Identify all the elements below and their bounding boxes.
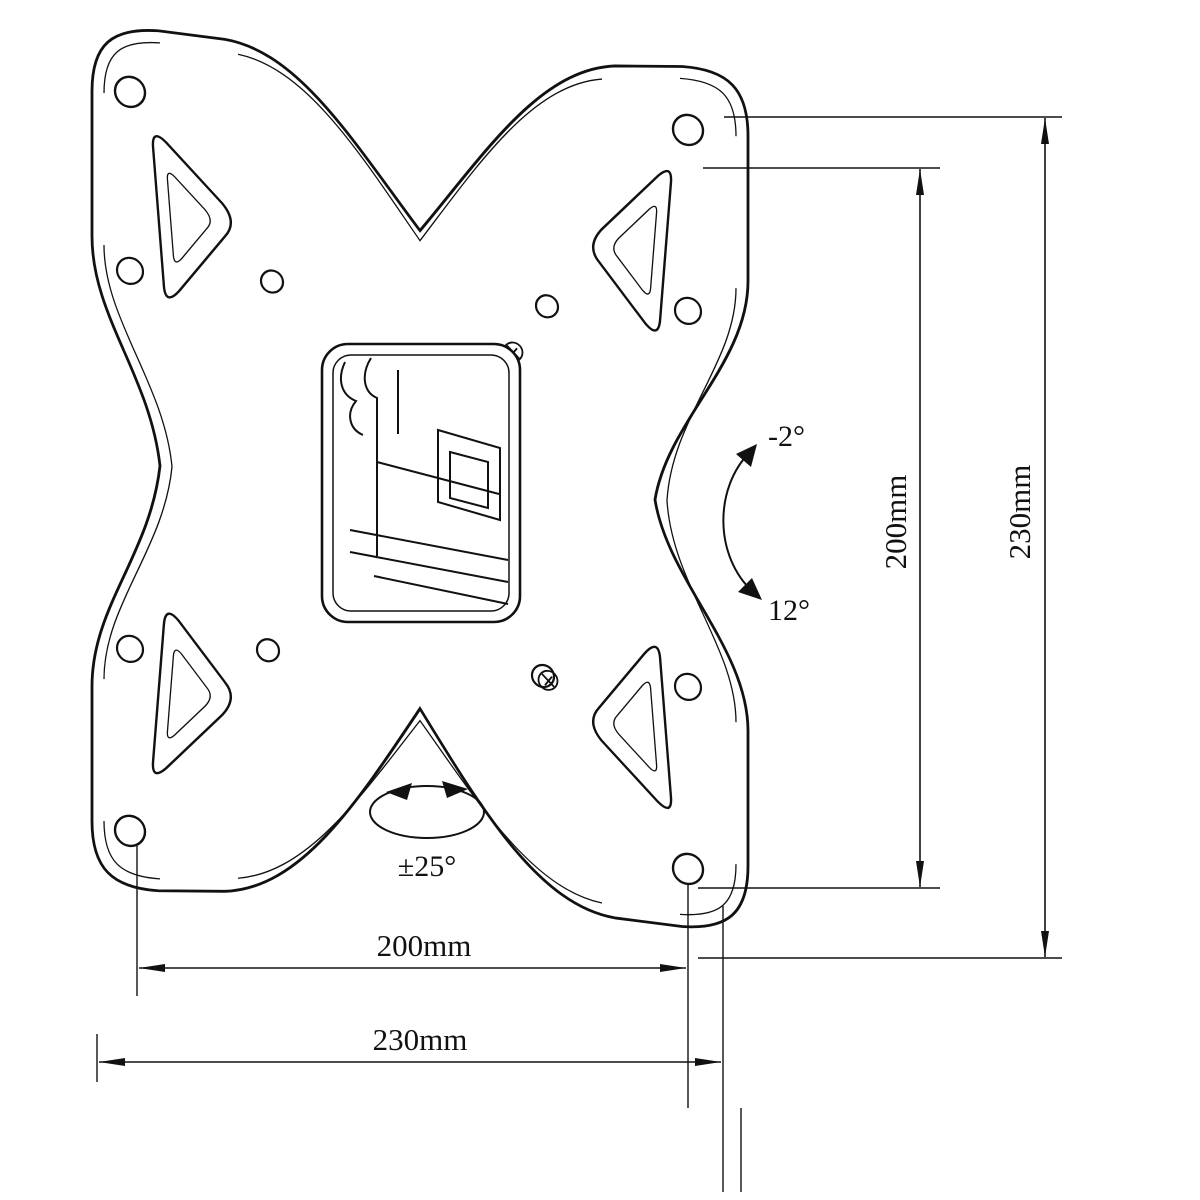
- center-bracket: [320, 342, 522, 624]
- vesa-hole-bl: [255, 638, 281, 663]
- dimension-width-inner: 200mm: [136, 846, 689, 1108]
- lobe-hole-tr: [673, 296, 703, 326]
- tilt-arrow-down-icon: [738, 578, 762, 600]
- vesa-hole-br: [530, 663, 556, 689]
- screw-bottom: [537, 669, 559, 691]
- dimension-width-outer: 230mm: [96, 906, 742, 1192]
- width-inner-label: 200mm: [377, 928, 472, 963]
- plate-inner-corner-tl: [103, 41, 161, 94]
- swivel-arrow-right-icon: [442, 781, 468, 798]
- plate-inner-edge-left: [103, 245, 173, 680]
- corner-hole-bl: [113, 814, 147, 848]
- tilt-arrow-up-icon: [736, 444, 757, 467]
- bracket-inner-frame: [332, 354, 510, 612]
- dimension-height-inner: 200mm: [698, 167, 940, 889]
- plate-inner-corner-br: [679, 864, 737, 916]
- corner-hole-tr: [671, 113, 705, 147]
- plate-inner-edge-top: [237, 53, 603, 242]
- tilt-annotation: -2° 12°: [722, 420, 810, 627]
- vesa-hole-tr: [534, 294, 560, 319]
- lobe-hole-bl: [115, 634, 145, 663]
- swivel-ellipse: [369, 785, 485, 839]
- bracket-outer-frame: [320, 342, 522, 624]
- plate-inner-edge-bottom: [237, 719, 603, 904]
- corner-hole-tl: [113, 75, 147, 109]
- swivel-angle-label: ±25°: [398, 850, 456, 883]
- lobe-hole-br: [673, 672, 703, 702]
- swivel-annotation: ±25°: [369, 781, 485, 883]
- vesa-hole-tl: [259, 269, 285, 294]
- dimension-height-outer: 230mm: [698, 116, 1062, 959]
- plate-inner-corner-bl: [103, 821, 161, 880]
- height-inner-label: 200mm: [878, 475, 913, 570]
- bracket-mechanism: [340, 357, 509, 605]
- swivel-arrow-left-icon: [386, 783, 412, 800]
- tilt-down-label: 12°: [768, 594, 810, 627]
- width-outer-label: 230mm: [373, 1022, 468, 1057]
- corner-hole-br: [671, 852, 705, 886]
- height-outer-label: 230mm: [1002, 465, 1037, 560]
- plate-inner-corner-tr: [679, 77, 737, 137]
- tilt-arc: [722, 451, 754, 593]
- lobe-hole-tl: [115, 256, 145, 285]
- tilt-up-label: -2°: [768, 420, 805, 453]
- plate-inner-edge-right: [666, 288, 737, 723]
